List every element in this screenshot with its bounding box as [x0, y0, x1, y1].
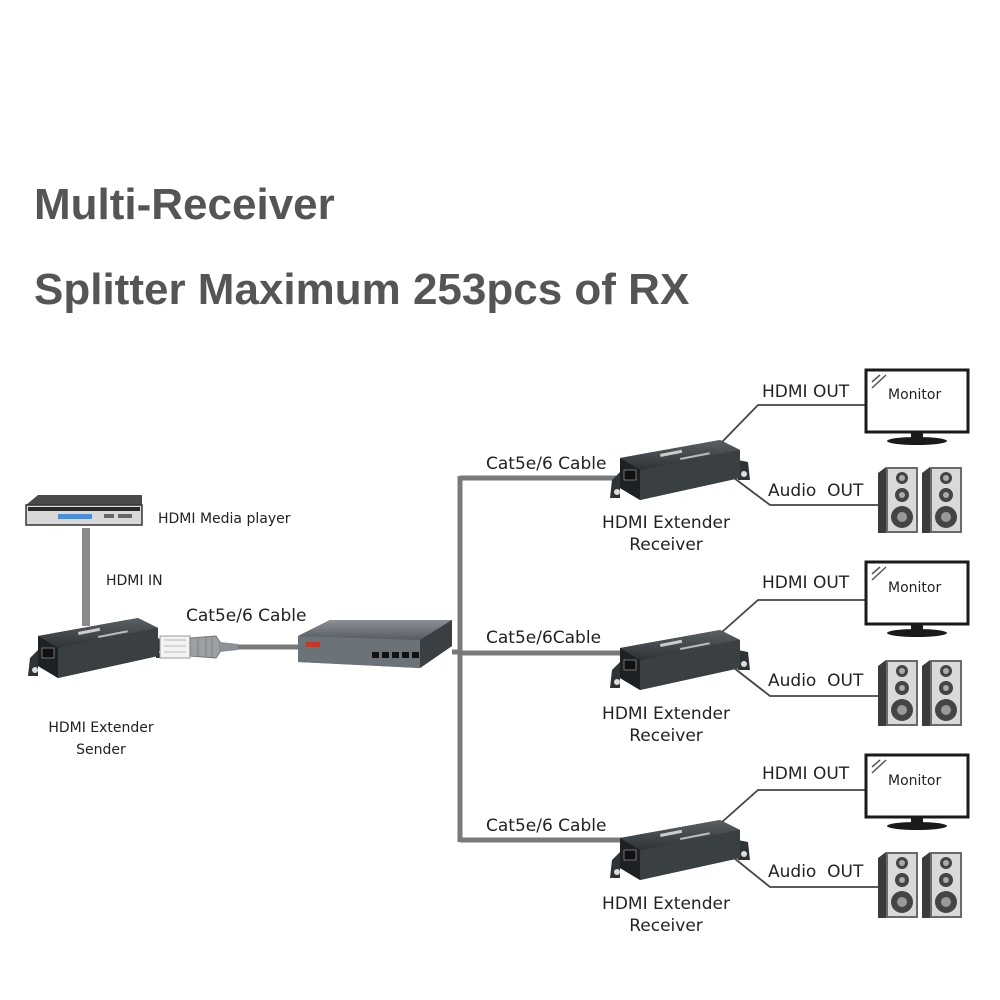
receiver-2-label-line-1: HDMI Extender: [602, 704, 730, 724]
receiver-3-audio-out-label: Audio OUT: [768, 862, 864, 882]
receiver-3-monitor-label: Monitor: [888, 773, 942, 789]
extender-receiver-icon: [609, 819, 751, 881]
receiver-1-label-line-1: HDMI Extender: [602, 513, 730, 533]
media-player-label: HDMI Media player: [158, 511, 291, 527]
receiver-3-cable-label: Cat5e/6 Cable: [486, 816, 607, 836]
receiver-3-hdmi-out-label: HDMI OUT: [762, 764, 850, 784]
title-line-2: Splitter Maximum 253pcs of RX: [34, 265, 690, 314]
receiver-3-label-line-2: Receiver: [629, 916, 703, 936]
receiver-1-cable-label: Cat5e/6 Cable: [486, 454, 607, 474]
title-line-1: Multi-Receiver: [34, 180, 335, 229]
receiver-2-audio-out-label: Audio OUT: [768, 671, 864, 691]
rj45-plug-icon: [159, 635, 238, 659]
network-switch-icon: [298, 620, 452, 668]
receiver-1-label-line-2: Receiver: [629, 535, 703, 555]
receiver-2-hdmi-out-label: HDMI OUT: [762, 573, 850, 593]
receiver-3-label-line-1: HDMI Extender: [602, 894, 730, 914]
monitor-icon: [864, 753, 970, 832]
speaker-pair-icon: [878, 467, 962, 533]
sender-label-line-1: HDMI Extender: [48, 720, 154, 736]
extender-receiver-icon: [609, 629, 751, 691]
sender-cable-label: Cat5e/6 Cable: [186, 606, 307, 626]
receiver-2-label-line-2: Receiver: [629, 726, 703, 746]
media-player-icon: [25, 495, 143, 526]
receiver-2-cable-label: Cat5e/6Cable: [486, 628, 602, 648]
monitor-icon: [864, 560, 970, 639]
receiver-1-monitor-label: Monitor: [888, 387, 942, 403]
receiver-1-audio-out-label: Audio OUT: [768, 481, 864, 501]
extender-receiver-icon: [609, 439, 751, 501]
branch-cables: [452, 475, 622, 843]
speaker-pair-icon: [878, 852, 962, 918]
receiver-2-monitor-label: Monitor: [888, 580, 942, 596]
output-lines: [721, 404, 878, 888]
sender-label-line-2: Sender: [76, 742, 126, 758]
hdmi-in-label: HDMI IN: [106, 573, 163, 589]
extender-sender-icon: [27, 617, 169, 679]
receiver-1-hdmi-out-label: HDMI OUT: [762, 382, 850, 402]
monitor-icon: [864, 368, 970, 447]
speaker-pair-icon: [878, 660, 962, 726]
